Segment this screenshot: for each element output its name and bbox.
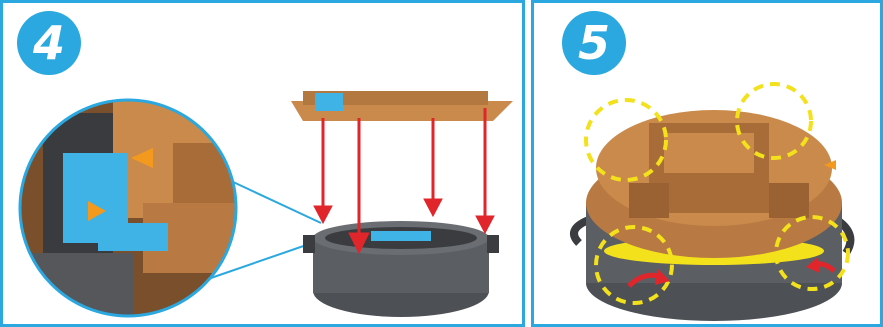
down-arrow-icon	[349, 118, 369, 253]
down-arrow-icon	[476, 108, 494, 233]
top-plate	[291, 91, 513, 121]
step-4-panel: 4	[0, 0, 525, 327]
step-5-panel: 5	[531, 0, 883, 327]
step-number-badge: 5	[562, 11, 626, 75]
down-arrow-icon	[424, 118, 442, 216]
base-tray	[303, 221, 499, 317]
step-number-badge: 4	[17, 11, 81, 75]
step-4-illustration	[3, 3, 525, 327]
zoom-detail	[18, 98, 253, 327]
down-arrow-icon	[314, 118, 332, 223]
